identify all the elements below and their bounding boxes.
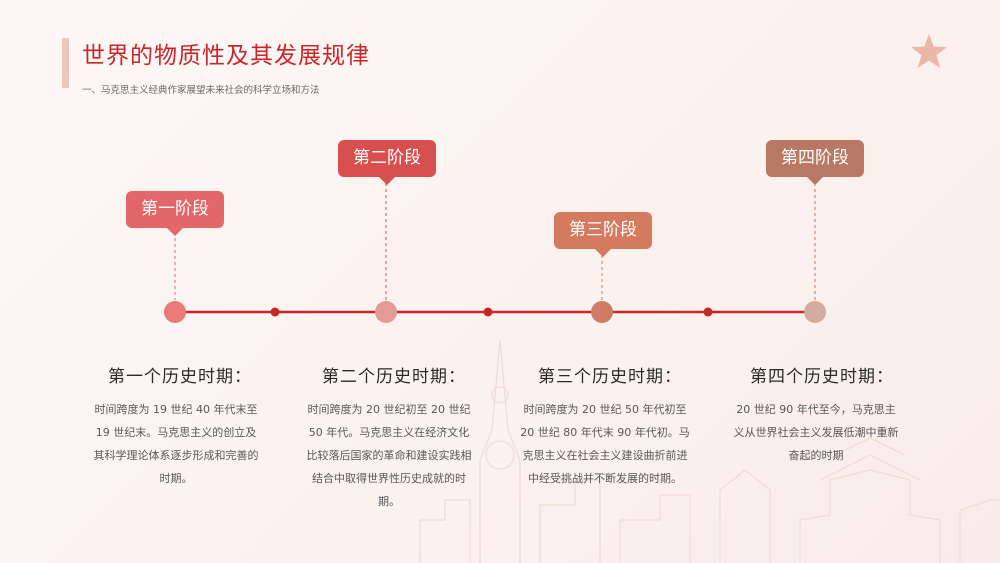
small-dot-1	[270, 307, 280, 317]
milestone-dot-1	[164, 301, 186, 323]
stage-2-label: 第二阶段	[338, 140, 436, 185]
period-3-heading: 第三个历史时期：	[538, 367, 682, 387]
milestone-dot-3	[591, 301, 613, 323]
period-4-description: 20 世纪 90 年代至今，马克思主义从世界社会主义发展低潮中重新奋起的时期	[733, 403, 899, 462]
period-4-heading: 第四个历史时期：	[750, 367, 894, 387]
period-1-heading: 第一个历史时期：	[108, 367, 252, 387]
page-title: 世界的物质性及其发展规律	[82, 43, 370, 69]
stage-4-label: 第四阶段	[766, 140, 864, 185]
star-icon	[911, 34, 947, 68]
period-3-description: 时间跨度为 20 世纪 50 年代初至 20 世纪 80 年代末 90 年代初。…	[520, 403, 690, 485]
period-2-heading: 第二个历史时期：	[322, 367, 466, 387]
period-2-description: 时间跨度为 20 世纪初至 20 世纪 50 年代。马克思主义在经济文化比较落后…	[306, 403, 472, 508]
milestone-dot-2	[375, 301, 397, 323]
milestone-dot-4	[804, 301, 826, 323]
title-accent-bar	[62, 38, 69, 88]
small-dot-3	[703, 307, 713, 317]
small-dot-2	[483, 307, 493, 317]
stage-3-label: 第三阶段	[554, 212, 652, 257]
stage-1-label: 第一阶段	[126, 191, 224, 236]
page-subtitle: 一、马克思主义经典作家展望未来社会的科学立场和方法	[82, 85, 320, 96]
period-1-description: 时间跨度为 19 世纪 40 年代末至 19 世纪末。马克思主义的创立及其科学理…	[93, 403, 259, 485]
